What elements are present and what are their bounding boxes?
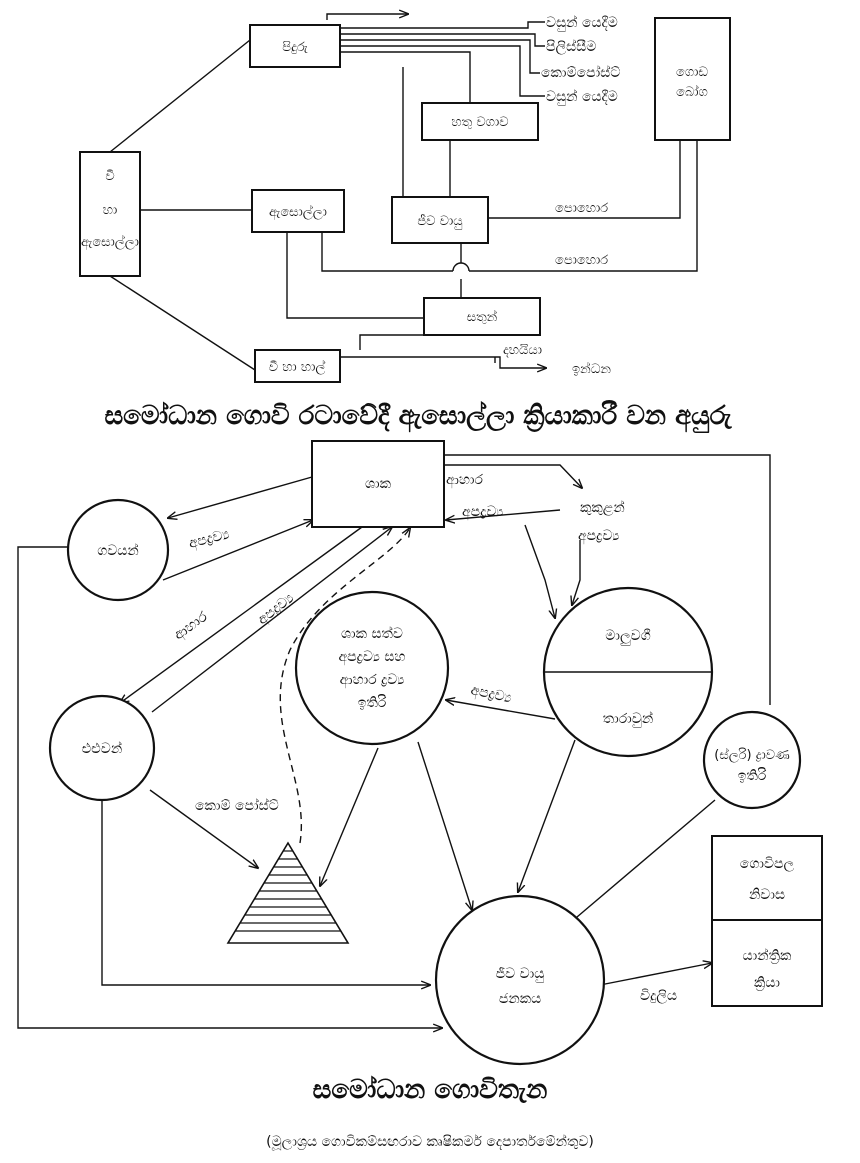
straw-box xyxy=(249,24,341,68)
waste-label-3: අපද්‍රව්‍ය xyxy=(255,590,298,629)
paddy-azolla-box xyxy=(79,151,141,277)
waste-line-1: ශාක සත්ව xyxy=(341,626,403,642)
compost-label-2: කොම් පෝස්ට් xyxy=(195,798,279,814)
husk-label: දහයියා xyxy=(503,343,542,358)
animals-label: සතුන් xyxy=(467,309,498,325)
mechanical-line-2: ක්‍රියා xyxy=(754,975,780,992)
goats-label: එළුවන් xyxy=(82,741,122,757)
mushroom-label: හතු වගාව xyxy=(451,115,508,130)
chickens-label: කුකුළන් xyxy=(580,500,625,516)
azolla-label: ඇසොල්ලා xyxy=(269,204,327,220)
burning-label: පිලිස්සීම xyxy=(546,39,596,55)
compost-label-1: කොම්පෝස්ට් xyxy=(541,65,620,81)
electricity-label: විදුලිය xyxy=(640,988,677,1004)
upland-crops-box xyxy=(654,17,731,141)
food-label-1: ආහාර xyxy=(446,472,484,489)
fertilizer-label-1: පොහොර xyxy=(555,201,608,216)
azolla-box xyxy=(251,189,345,233)
mulching-label-1: වසුන් යෙදීම xyxy=(546,15,618,32)
mechanical-line-1: යාන්ත්‍රික xyxy=(743,948,792,965)
farming-connectors xyxy=(17,454,771,1028)
waste-line-4: ඉතිරි xyxy=(358,695,387,711)
azolla-sub-label: ඇසොල්ලා xyxy=(81,234,139,250)
upland-label-2: බෝග xyxy=(676,84,708,100)
food-label-2: ආහාර xyxy=(171,609,211,644)
fuel-label: ඉන්ධන xyxy=(572,361,611,377)
paddy-label: වී xyxy=(105,169,114,184)
waste-label-4: අපද්‍රව්‍ය xyxy=(469,682,513,707)
diagram2-title: සමෝධාන ගොවිතැන xyxy=(313,1075,548,1105)
plants-box xyxy=(311,440,445,528)
biogas-box xyxy=(391,196,489,244)
biogas-line-1: ජීව වායු xyxy=(496,966,545,983)
fish-label: මාලුවගී xyxy=(605,628,650,646)
farm-houses-box xyxy=(711,835,823,921)
goats-circle xyxy=(48,694,156,802)
mushroom-box xyxy=(421,102,539,141)
farm-houses-line-1: ගොවිපල xyxy=(740,856,795,872)
straw-label: පිදුරු xyxy=(282,40,308,55)
animals-box xyxy=(423,297,541,336)
integrated-farming-diagram: ශාක ගවයන් එළුවන් ශාක සත්ව අපද්‍රව්‍ය සහ … xyxy=(17,440,823,1151)
waste-label-2: අපද්‍රව්‍ය xyxy=(187,526,231,553)
biogas-label: ජීව වායු xyxy=(417,214,462,229)
waste-label-1: අපද්‍රව්‍ය xyxy=(462,504,503,521)
waste-line-3: ආහාර ද්‍රව්‍ය xyxy=(340,672,405,689)
mechanical-box xyxy=(711,919,823,1007)
waste-circle xyxy=(294,590,450,746)
slurry-line-1: (ස්ලරි) ද්‍රාවණ xyxy=(714,747,790,763)
azolla-diagram: පිදුරු වී හා ඇසොල්ලා ඇසොල්ලා හතු වගාව ජී… xyxy=(79,14,733,434)
slurry-line-2: ඉතිරි xyxy=(738,768,767,784)
azolla-connectors xyxy=(109,14,698,370)
mulching-label-2: වසුන් යෙදීම xyxy=(546,89,618,106)
source-note: (මූලාශ්‍රය ගොවිකම්සඟරාව කෘෂිකර්ම දෙපාර්ත… xyxy=(266,1134,594,1151)
plants-label: ශාක xyxy=(365,476,392,492)
biogas-generator-circle xyxy=(434,894,606,1066)
paddy-rice-label: වී හා හාල් xyxy=(269,359,326,375)
paddy-rice-box xyxy=(254,349,341,383)
cattle-label: ගවයන් xyxy=(97,543,139,559)
waste-line-2: අපද්‍රව්‍ය සහ xyxy=(339,649,406,666)
and-label: හා xyxy=(103,203,118,218)
chickens-waste-label: අපද්‍රව්‍ය xyxy=(578,528,619,545)
farm-houses-line-2: නිවාස xyxy=(749,887,785,903)
diagram1-title: සමෝධාන ගොවි රටාවේදී ඇසොල්ලා ක්‍රියාකාරී … xyxy=(104,400,732,434)
compost-pyramid-icon xyxy=(226,841,350,944)
upland-label-1: ගොඩ xyxy=(676,65,708,80)
slurry-circle xyxy=(702,710,802,810)
cattle-circle xyxy=(66,498,170,602)
ducks-label: තාරාවුන් xyxy=(603,711,653,728)
fertilizer-label-2: පොහොර xyxy=(555,253,608,268)
biogas-line-2: ජනකය xyxy=(499,991,541,1007)
